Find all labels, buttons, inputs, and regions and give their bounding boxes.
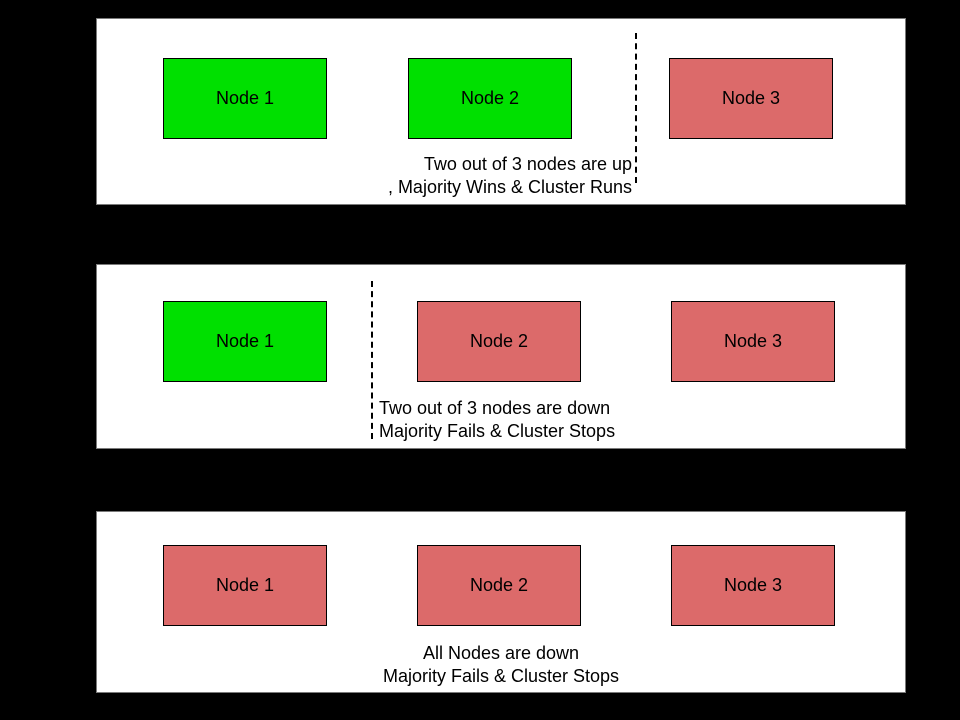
node-label: Node 1 bbox=[215, 575, 275, 595]
caption-line-1: Two out of 3 nodes are up bbox=[423, 154, 632, 174]
node-label: Node 2 bbox=[460, 88, 520, 108]
node-label: Node 2 bbox=[469, 575, 529, 595]
node-box-3: Node 3 bbox=[671, 301, 835, 382]
panel-caption: All Nodes are down Majority Fails & Clus… bbox=[97, 642, 905, 688]
panel-caption: Two out of 3 nodes are up , Majority Win… bbox=[97, 153, 632, 199]
panel-all-nodes-down: Node 1 Node 2 Node 3 All Nodes are down … bbox=[96, 511, 906, 693]
panel-caption: Two out of 3 nodes are down Majority Fai… bbox=[379, 397, 615, 443]
quorum-divider-dashed-line bbox=[371, 281, 373, 439]
node-box-3: Node 3 bbox=[671, 545, 835, 626]
panel-two-nodes-up: Node 1 Node 2 Node 3 Two out of 3 nodes … bbox=[96, 18, 906, 205]
node-box-1: Node 1 bbox=[163, 58, 327, 139]
node-label: Node 3 bbox=[721, 88, 781, 108]
node-box-3: Node 3 bbox=[669, 58, 833, 139]
caption-line-1: Two out of 3 nodes are down bbox=[379, 398, 611, 418]
node-label: Node 3 bbox=[723, 575, 783, 595]
node-label: Node 2 bbox=[469, 331, 529, 351]
node-box-2: Node 2 bbox=[417, 301, 581, 382]
caption-line-2: , Majority Wins & Cluster Runs bbox=[387, 177, 632, 197]
caption-line-2: Majority Fails & Cluster Stops bbox=[379, 421, 616, 441]
caption-line-2: Majority Fails & Cluster Stops bbox=[382, 666, 620, 686]
node-box-1: Node 1 bbox=[163, 301, 327, 382]
node-box-1: Node 1 bbox=[163, 545, 327, 626]
node-label: Node 1 bbox=[215, 88, 275, 108]
node-label: Node 1 bbox=[215, 331, 275, 351]
node-box-2: Node 2 bbox=[408, 58, 572, 139]
caption-line-1: All Nodes are down bbox=[422, 643, 580, 663]
node-box-2: Node 2 bbox=[417, 545, 581, 626]
panel-two-nodes-down: Node 1 Node 2 Node 3 Two out of 3 nodes … bbox=[96, 264, 906, 449]
node-label: Node 3 bbox=[723, 331, 783, 351]
quorum-divider-dashed-line bbox=[635, 33, 637, 183]
